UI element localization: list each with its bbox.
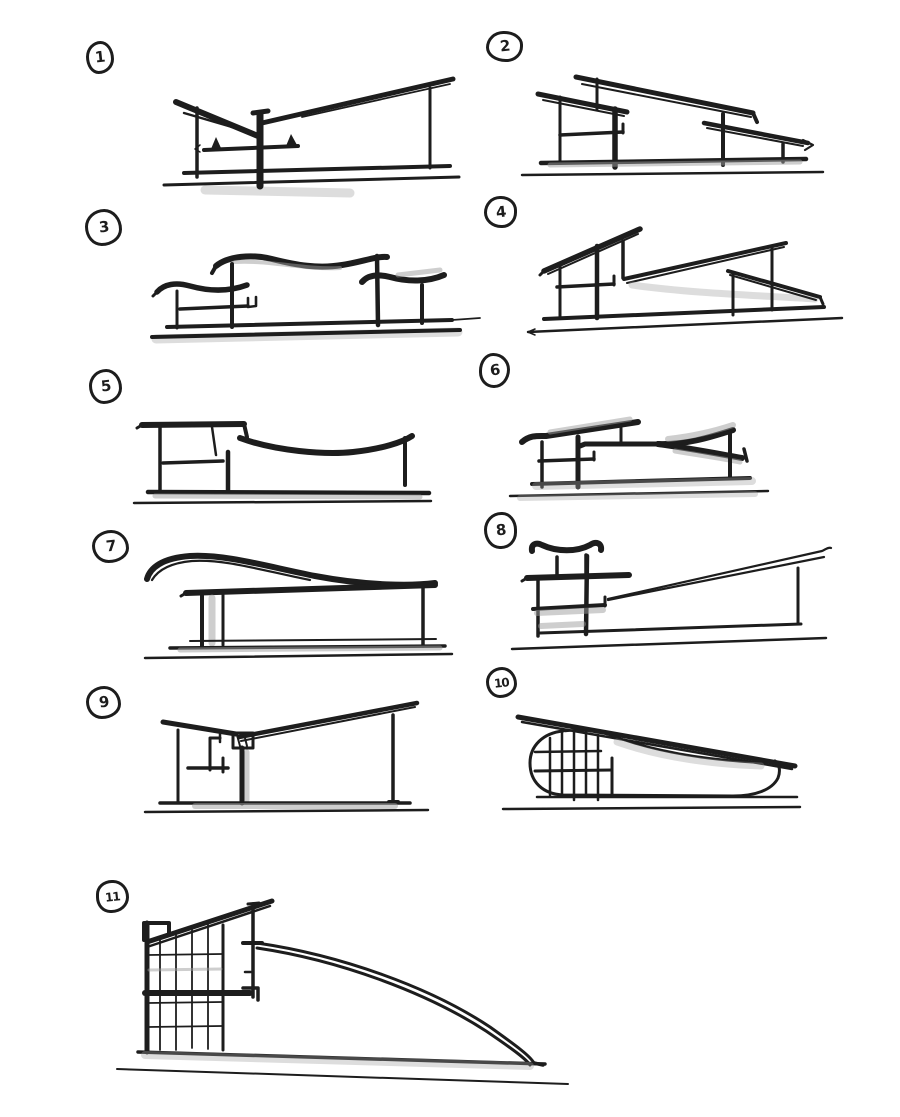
sketch-10-number: 10 bbox=[493, 674, 510, 691]
upturned-dish-long-shed-sketch-drawing bbox=[510, 539, 833, 651]
sketch-4-number-badge: 4 bbox=[484, 196, 517, 228]
shallow-valley-clamp-roof-sketch-drawing bbox=[143, 700, 430, 814]
opposing-shed-roofs-sketch-drawing bbox=[526, 226, 844, 336]
sketch-7-number: 7 bbox=[104, 536, 117, 556]
sketch-3-number-badge: 3 bbox=[85, 209, 122, 246]
flat-roof-sagging-span-sketch-drawing bbox=[132, 421, 433, 505]
sketch-2-number-badge: 2 bbox=[486, 31, 523, 62]
sketch-10-number-badge: 10 bbox=[486, 667, 517, 698]
sketch-6-number-badge: 6 bbox=[479, 353, 510, 388]
sketch-2-number: 2 bbox=[498, 36, 511, 56]
glazed-tower-swooping-roof-sketch-drawing bbox=[116, 898, 569, 1085]
sketch-5-number: 5 bbox=[99, 376, 112, 396]
sketch-1-number: 1 bbox=[94, 47, 106, 67]
sketch-9-number-badge: 9 bbox=[86, 686, 121, 719]
sketch-8-number-badge: 8 bbox=[484, 512, 517, 549]
sketch-6-number: 6 bbox=[488, 360, 501, 380]
wave-crest-roof-sketch-drawing bbox=[143, 552, 454, 660]
sketch-11-number-badge: 11 bbox=[96, 880, 129, 913]
forked-branching-roof-sketch-drawing bbox=[508, 416, 770, 501]
rounded-pod-tilted-plane-sketch-drawing bbox=[501, 714, 802, 811]
undulating-wave-roofs-sketch-drawing bbox=[150, 253, 481, 344]
butterfly-v-roof-sketch-drawing bbox=[162, 76, 461, 198]
sketch-9-number: 9 bbox=[97, 692, 110, 712]
sketch-1-number-badge: 1 bbox=[86, 41, 114, 74]
stepped-shed-roofs-sketch-drawing bbox=[520, 74, 825, 177]
sketch-3-number: 3 bbox=[97, 217, 110, 237]
sketch-4-number: 4 bbox=[494, 202, 507, 221]
sketch-7-number-badge: 7 bbox=[92, 530, 129, 563]
sketch-5-number-badge: 5 bbox=[89, 369, 122, 404]
